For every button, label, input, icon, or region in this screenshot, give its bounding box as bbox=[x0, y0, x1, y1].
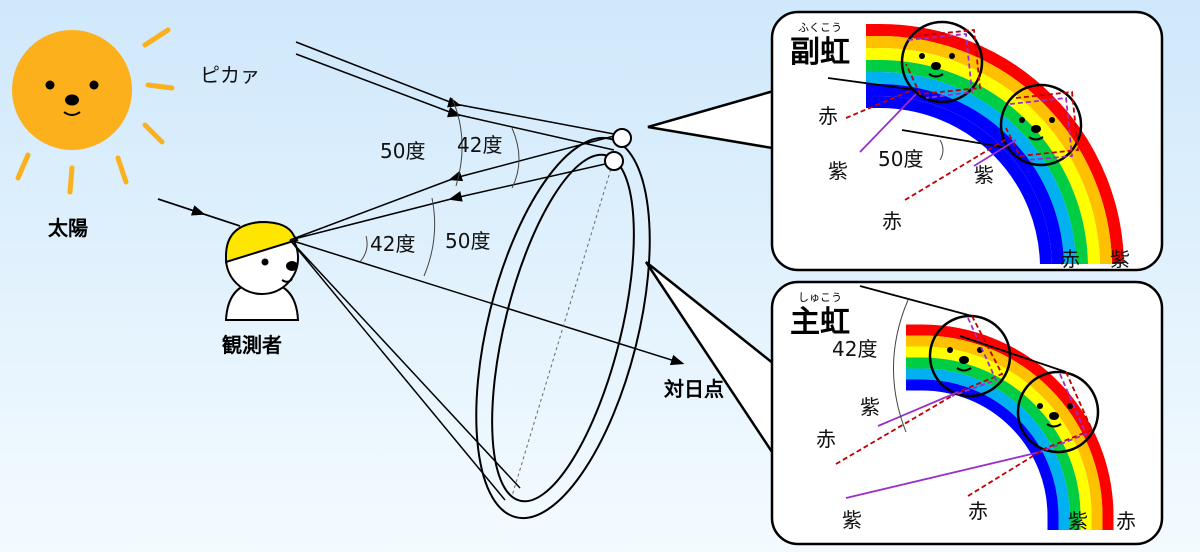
secondary-red-label-2: 赤 bbox=[882, 209, 902, 233]
primary-rainbow-bands bbox=[906, 324, 1114, 530]
secondary-violet-label: 紫 bbox=[828, 159, 848, 183]
secondary-band-red-label: 赤 bbox=[1060, 247, 1080, 271]
secondary-violet-label-2: 紫 bbox=[974, 163, 994, 187]
angle-label-lower-inner: 42度 bbox=[370, 232, 415, 256]
primary-angle-label: 42度 bbox=[832, 337, 877, 361]
secondary-angle-label: 50度 bbox=[878, 147, 923, 171]
primary-exit-rays bbox=[835, 391, 1047, 499]
observer-figure bbox=[224, 220, 300, 321]
observer-label: 観測者 bbox=[222, 333, 282, 357]
secondary-rainbow-callout: ふくこう 副虹 赤 紫 50度 紫 赤 赤 紫 bbox=[647, 10, 1164, 272]
primary-rainbow-callout: しゅこう 主虹 42度 紫 赤 紫 赤 紫 赤 bbox=[644, 261, 1164, 546]
primary-red-bottom-label: 赤 bbox=[968, 499, 988, 523]
secondary-title: 副虹 bbox=[790, 35, 850, 70]
secondary-band-violet-label: 紫 bbox=[1110, 247, 1130, 271]
raindrop-upper bbox=[900, 20, 984, 104]
light-rays bbox=[157, 41, 685, 501]
angle-label-upper-outer: 50度 bbox=[380, 139, 425, 163]
secondary-ruby: ふくこう bbox=[798, 21, 842, 34]
primary-incoming-rays bbox=[859, 285, 1067, 373]
secondary-red-label: 赤 bbox=[818, 104, 838, 128]
primary-internal-reflections bbox=[951, 315, 1094, 453]
rainbow-cone-rings bbox=[475, 128, 651, 520]
angle-arcs bbox=[359, 97, 520, 277]
raindrop-lower bbox=[999, 83, 1083, 167]
primary-title: 主虹 bbox=[790, 305, 850, 340]
primary-ruby: しゅこう bbox=[798, 291, 842, 304]
sun-label: 太陽 bbox=[48, 216, 88, 240]
incoming-rays bbox=[827, 77, 1009, 149]
sun-icon bbox=[12, 27, 175, 195]
primary-violet-bottom-label: 紫 bbox=[842, 508, 862, 532]
exit-rays bbox=[845, 89, 1017, 201]
primary-red-label: 赤 bbox=[816, 427, 836, 451]
primary-violet-label: 紫 bbox=[860, 395, 880, 419]
angle-label-lower-outer: 50度 bbox=[445, 229, 490, 253]
antisolar-label: 対日点 bbox=[663, 377, 724, 401]
flash-text: ピカァ bbox=[200, 63, 260, 87]
internal-reflections bbox=[905, 29, 1079, 161]
primary-raindrop-lower bbox=[1016, 370, 1100, 454]
primary-band-red-label: 赤 bbox=[1116, 509, 1136, 533]
primary-band-violet-label: 紫 bbox=[1068, 509, 1088, 533]
angle-label-upper-inner: 42度 bbox=[457, 133, 502, 157]
